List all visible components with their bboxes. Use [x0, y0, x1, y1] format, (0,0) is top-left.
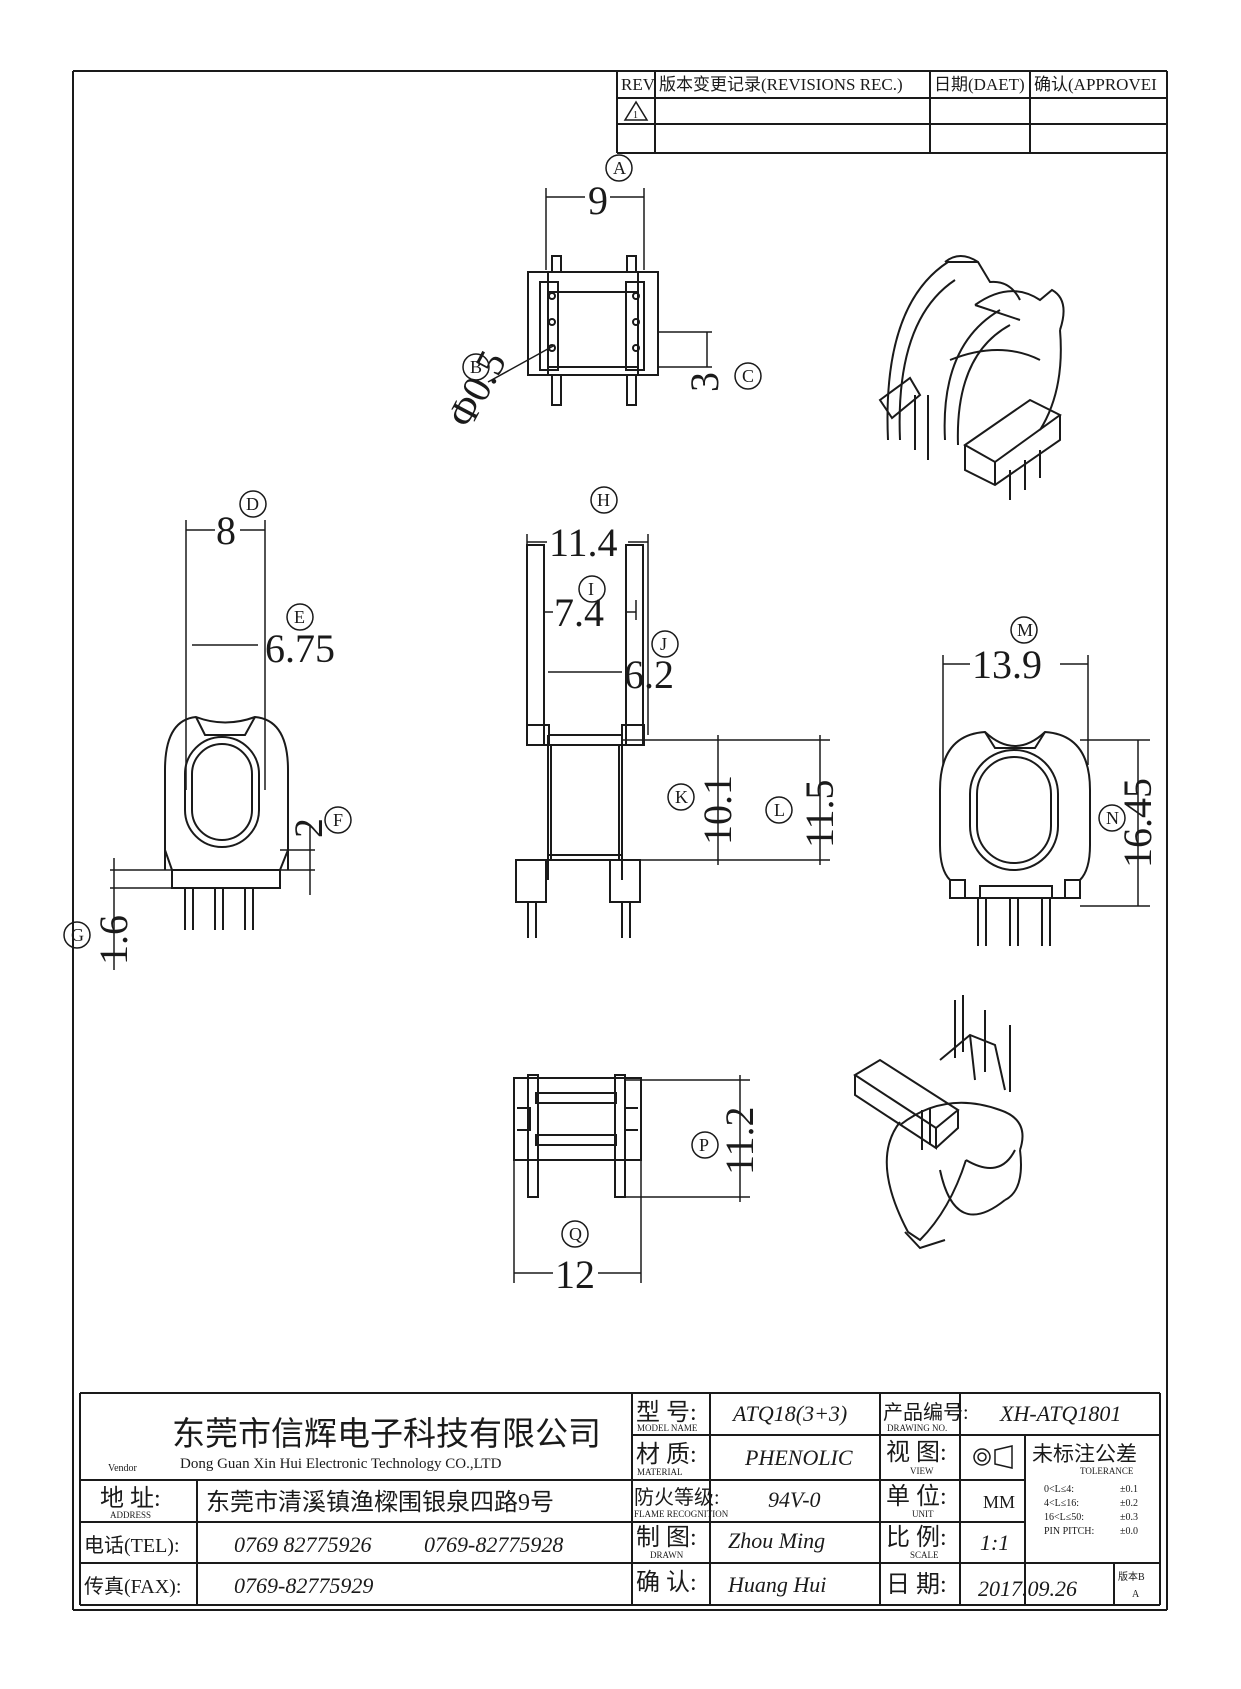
top-view	[462, 154, 762, 406]
balloon-m-label: M	[1017, 620, 1033, 640]
model-label-en: MODEL NAME	[637, 1423, 698, 1433]
dim-n-value: 16.45	[1115, 778, 1160, 868]
dim-c-value: 3	[682, 372, 727, 392]
drawing-no-value: XH-ATQ1801	[999, 1401, 1121, 1426]
address-label-en: ADDRESS	[110, 1510, 151, 1520]
flame-label-en: FLAME RECOGNITION	[634, 1509, 729, 1519]
title-block	[79, 1392, 1161, 1606]
dim-k-value: 10.1	[695, 775, 740, 845]
balloon-l-label: L	[774, 800, 785, 820]
material-label: 材 质:	[636, 1441, 697, 1468]
tolerance-value-4: ±0.0	[1120, 1526, 1138, 1537]
rev-record-header: 版本变更记录(REVISIONS REC.)	[659, 75, 903, 94]
view-label: 视 图:	[886, 1439, 947, 1466]
balloon-d-label: D	[246, 494, 259, 514]
balloon-g-label: G	[71, 925, 84, 945]
tel-value-1: 0769 82775926	[234, 1532, 372, 1557]
view-label-en: VIEW	[910, 1466, 934, 1476]
tolerance-value-2: ±0.2	[1120, 1498, 1138, 1509]
tolerance-title-en: TOLERANCE	[1080, 1466, 1134, 1476]
dim-m-value: 13.9	[972, 642, 1042, 687]
company-name-en: Dong Guan Xin Hui Electronic Technology …	[180, 1456, 502, 1472]
tolerance-range-4: PIN PITCH:	[1044, 1526, 1094, 1537]
dim-l-value: 11.5	[797, 779, 842, 848]
balloon-b-label: B	[470, 357, 482, 377]
scale-value: 1:1	[980, 1530, 1009, 1555]
rev-symbol: 1	[633, 110, 638, 121]
balloon-j-label: J	[660, 634, 667, 654]
left-view	[63, 490, 352, 970]
tolerance-range-1: 0<L≤4:	[1044, 1484, 1074, 1495]
dim-f-value: 2	[286, 818, 331, 838]
drawing-no-label: 产品编号:	[883, 1401, 969, 1424]
unit-value: MM	[983, 1492, 1015, 1512]
rev-approve-header: 确认(APPROVEI	[1034, 75, 1157, 94]
front-view	[515, 486, 830, 938]
rev-triangle-icon	[623, 100, 649, 121]
dim-p-value: 11.2	[717, 1106, 762, 1175]
scale-label: 比 例:	[886, 1524, 947, 1551]
right-view	[939, 616, 1150, 946]
drawn-label-en: DRAWN	[650, 1550, 684, 1560]
tel-value-2: 0769-82775928	[424, 1532, 563, 1557]
balloon-a-label: A	[613, 158, 626, 178]
dim-e-value: 6.75	[265, 626, 335, 671]
unit-label-en: UNIT	[912, 1509, 934, 1519]
dim-q-value: 12	[555, 1252, 595, 1297]
drawing-no-label-en: DRAWING NO.	[887, 1423, 947, 1433]
drawn-label: 制 图:	[636, 1524, 697, 1551]
address-value: 东莞市清溪镇渔樑围银泉四路9号	[206, 1489, 554, 1516]
address-label: 地 址:	[100, 1485, 161, 1512]
unit-label: 单 位:	[886, 1483, 947, 1510]
balloon-f-label: F	[333, 810, 343, 830]
flame-label: 防火等级:	[634, 1486, 720, 1509]
balloon-p-label: P	[699, 1135, 709, 1155]
tolerance-range-2: 4<L≤16:	[1044, 1498, 1079, 1509]
dim-g-value: 1.6	[91, 915, 136, 965]
version-label: 版本B	[1118, 1570, 1145, 1583]
date-label: 日 期:	[886, 1572, 947, 1598]
fax-label: 传真(FAX):	[84, 1575, 181, 1598]
drawn-value: Zhou Ming	[728, 1528, 825, 1553]
dim-j-value: 6.2	[624, 652, 674, 697]
revision-block	[616, 71, 1167, 154]
tolerance-value-1: ±0.1	[1120, 1484, 1138, 1495]
dim-h-value: 11.4	[549, 520, 618, 565]
scale-label-en: SCALE	[910, 1550, 939, 1560]
check-label: 确 认:	[636, 1569, 697, 1596]
balloon-h-label: H	[597, 490, 610, 510]
balloon-e-label: E	[294, 607, 305, 627]
material-value: PHENOLIC	[744, 1445, 853, 1470]
model-label: 型 号:	[636, 1399, 697, 1426]
balloon-q-label: Q	[569, 1224, 582, 1244]
rev-date-header: 日期(DAET)	[934, 75, 1025, 94]
dim-i-value: 7.4	[554, 590, 604, 635]
model-value: ATQ18(3+3)	[731, 1401, 847, 1426]
bottom-view	[513, 1074, 750, 1283]
fax-value: 0769-82775929	[234, 1573, 373, 1598]
isometric-view-bottom	[853, 995, 1024, 1250]
tel-label: 电话(TEL):	[84, 1534, 180, 1557]
company-name-cn: 东莞市信辉电子科技有限公司	[172, 1416, 601, 1453]
check-value: Huang Hui	[727, 1572, 826, 1597]
balloon-i-label: I	[588, 579, 594, 599]
version-value: A	[1132, 1589, 1140, 1600]
date-value: 2017.09.26	[978, 1576, 1077, 1601]
dim-a-value: 9	[588, 178, 608, 223]
company-name-en-prefix: Vendor	[108, 1463, 138, 1474]
tolerance-title: 未标注公差	[1032, 1442, 1137, 1466]
dim-d-value: 8	[216, 508, 236, 553]
rev-header: REV.	[621, 75, 657, 94]
balloon-n-label: N	[1106, 808, 1119, 828]
tolerance-value-3: ±0.3	[1120, 1512, 1138, 1523]
material-label-en: MATERIAL	[637, 1467, 683, 1477]
flame-value: 94V-0	[768, 1487, 821, 1512]
first-angle-projection-icon	[973, 1448, 991, 1466]
balloon-k-label: K	[675, 787, 688, 807]
balloon-c-label: C	[742, 366, 754, 386]
isometric-view-top	[878, 255, 1065, 500]
tolerance-range-3: 16<L≤50:	[1044, 1512, 1084, 1523]
